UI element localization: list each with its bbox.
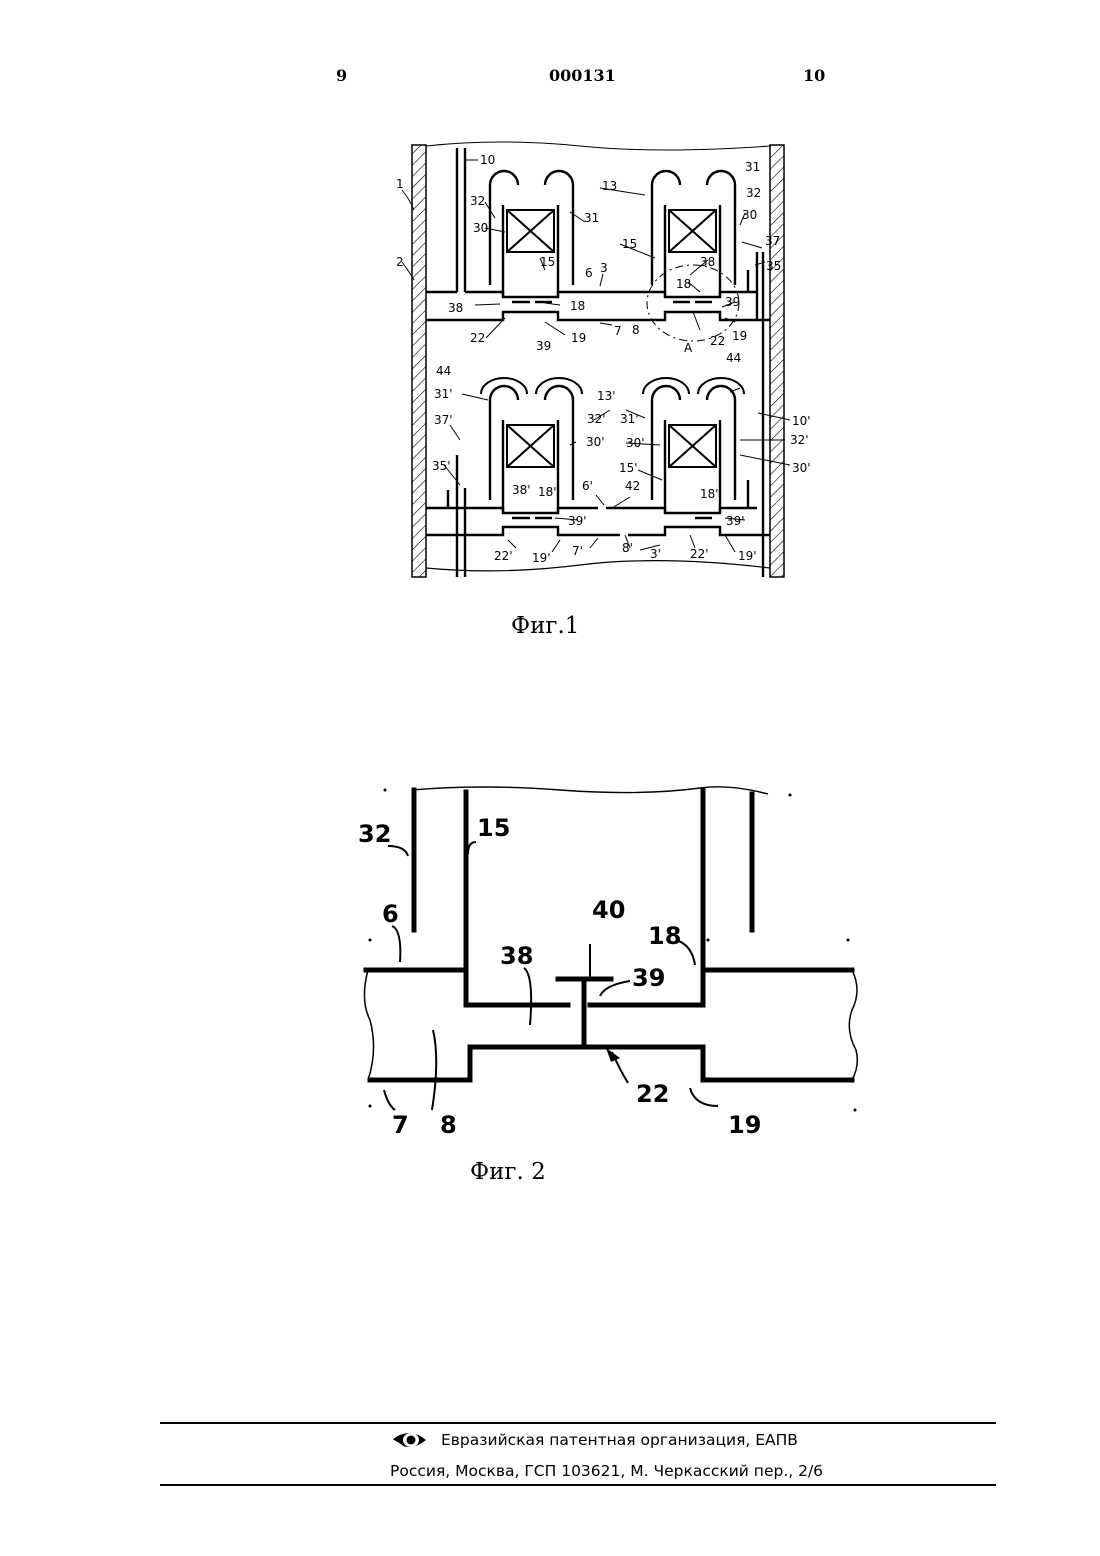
- fig1-label-13p: 13': [597, 389, 616, 403]
- fig1-label-35p: 35': [432, 459, 451, 473]
- figure-1-caption: Фиг.1: [511, 613, 579, 639]
- fig1-label-32p: 32': [587, 412, 606, 426]
- fig1-label-22pb: 22': [690, 547, 709, 561]
- fig1-label-22: 22: [470, 331, 485, 345]
- fig1-label-38p: 38': [512, 483, 531, 497]
- fig1-label-32b: 32: [746, 186, 761, 200]
- fig1-label-18b: 18: [570, 299, 585, 313]
- fig2-label-8: 8: [440, 1111, 457, 1139]
- fig1-label-19pb: 19': [738, 549, 757, 563]
- fig2-label-38: 38: [500, 942, 533, 970]
- fig1-label-10p: 10': [792, 414, 811, 428]
- footer-top-rule: [160, 1422, 996, 1424]
- right-wall: [770, 145, 784, 577]
- fig1-label-8p: 8': [622, 541, 633, 555]
- figure-2-drawing: 32 15 6 40 18 38 39 7 8 22 19: [0, 760, 1100, 1160]
- fig2-label-39: 39: [632, 964, 665, 992]
- fig1-label-22b: 22: [710, 334, 725, 348]
- fig1-label-37p: 37': [434, 413, 453, 427]
- fig1-label-18p: 18': [538, 485, 557, 499]
- fig1-label-44b: 44: [726, 351, 741, 365]
- fig1-label-13: 13: [602, 179, 617, 193]
- fig1-label-3: 3: [600, 261, 608, 275]
- fig1-label-31pb: 31': [620, 412, 639, 426]
- figure-2-caption: Фиг. 2: [470, 1159, 546, 1185]
- eye-logo-icon: [390, 1428, 428, 1452]
- fig1-label-32: 32: [470, 194, 485, 208]
- fig1-label-38: 38: [700, 255, 715, 269]
- fig1-label-22p: 22': [494, 549, 513, 563]
- fig1-label-1: 1: [396, 177, 404, 191]
- fig2-label-22: 22: [636, 1080, 669, 1108]
- fig1-label-38b: 38: [448, 301, 463, 315]
- fig1-label-44: 44: [436, 364, 451, 378]
- fig1-label-31p: 31': [434, 387, 453, 401]
- fig1-label-3p: 3': [650, 547, 661, 561]
- fig1-label-8: 8: [632, 323, 640, 337]
- fig1-label-15: 15: [622, 237, 637, 251]
- fig1-label-7: 7: [614, 324, 622, 338]
- fig1-label-6: 6: [585, 266, 593, 280]
- footer-organization: Евразийская патентная организация, ЕАПВ: [441, 1431, 798, 1449]
- fig1-label-37: 37: [765, 234, 780, 248]
- fig2-label-40: 40: [592, 896, 625, 924]
- fig1-label-19b: 19: [732, 329, 747, 343]
- fig1-label-35: 35: [766, 259, 781, 273]
- fig2-label-7: 7: [392, 1111, 409, 1139]
- fig2-label-32: 32: [358, 820, 391, 848]
- fig1-label-A: A: [684, 341, 693, 355]
- fig2-label-15: 15: [477, 814, 510, 842]
- fig1-label-39p: 39': [568, 514, 587, 528]
- fig1-label-30pc: 30': [792, 461, 811, 475]
- fig1-label-30p: 30': [586, 435, 605, 449]
- fig1-label-31: 31: [745, 160, 760, 174]
- fig2-label-19: 19: [728, 1111, 761, 1139]
- fig1-label-39: 39: [725, 295, 740, 309]
- fig1-label-19p: 19': [532, 551, 551, 565]
- fig1-label-2: 2: [396, 255, 404, 269]
- fig1-label-42: 42: [625, 479, 640, 493]
- fig1-label-31b: 31: [584, 211, 599, 225]
- fig1-label-7p: 7': [572, 544, 583, 558]
- fig1-label-30: 30: [473, 221, 488, 235]
- fig1-label-32pb: 32': [790, 433, 809, 447]
- fig1-label-18: 18: [676, 277, 691, 291]
- fig1-label-10: 10: [480, 153, 495, 167]
- fig2-label-18: 18: [648, 922, 681, 950]
- fig1-label-15p: 15': [619, 461, 638, 475]
- fig1-label-19: 19: [571, 331, 586, 345]
- footer-bottom-rule: [160, 1484, 996, 1486]
- fig1-label-30pb: 30': [626, 436, 645, 450]
- fig1-label-18pb: 18': [700, 487, 719, 501]
- fig1-label-39b: 39: [536, 339, 551, 353]
- fig1-label-39pb: 39': [726, 514, 745, 528]
- footer-address: Россия, Москва, ГСП 103621, М. Черкасски…: [390, 1462, 823, 1480]
- figure-1-drawing: 1 2 10 13 31 32 32 31 30 30 15 15 6 3 37…: [0, 0, 1100, 620]
- fig1-label-15b: 15: [540, 255, 555, 269]
- fig2-label-6: 6: [382, 900, 399, 928]
- fig1-label-30b: 30: [742, 208, 757, 222]
- fig1-label-6p: 6': [582, 479, 593, 493]
